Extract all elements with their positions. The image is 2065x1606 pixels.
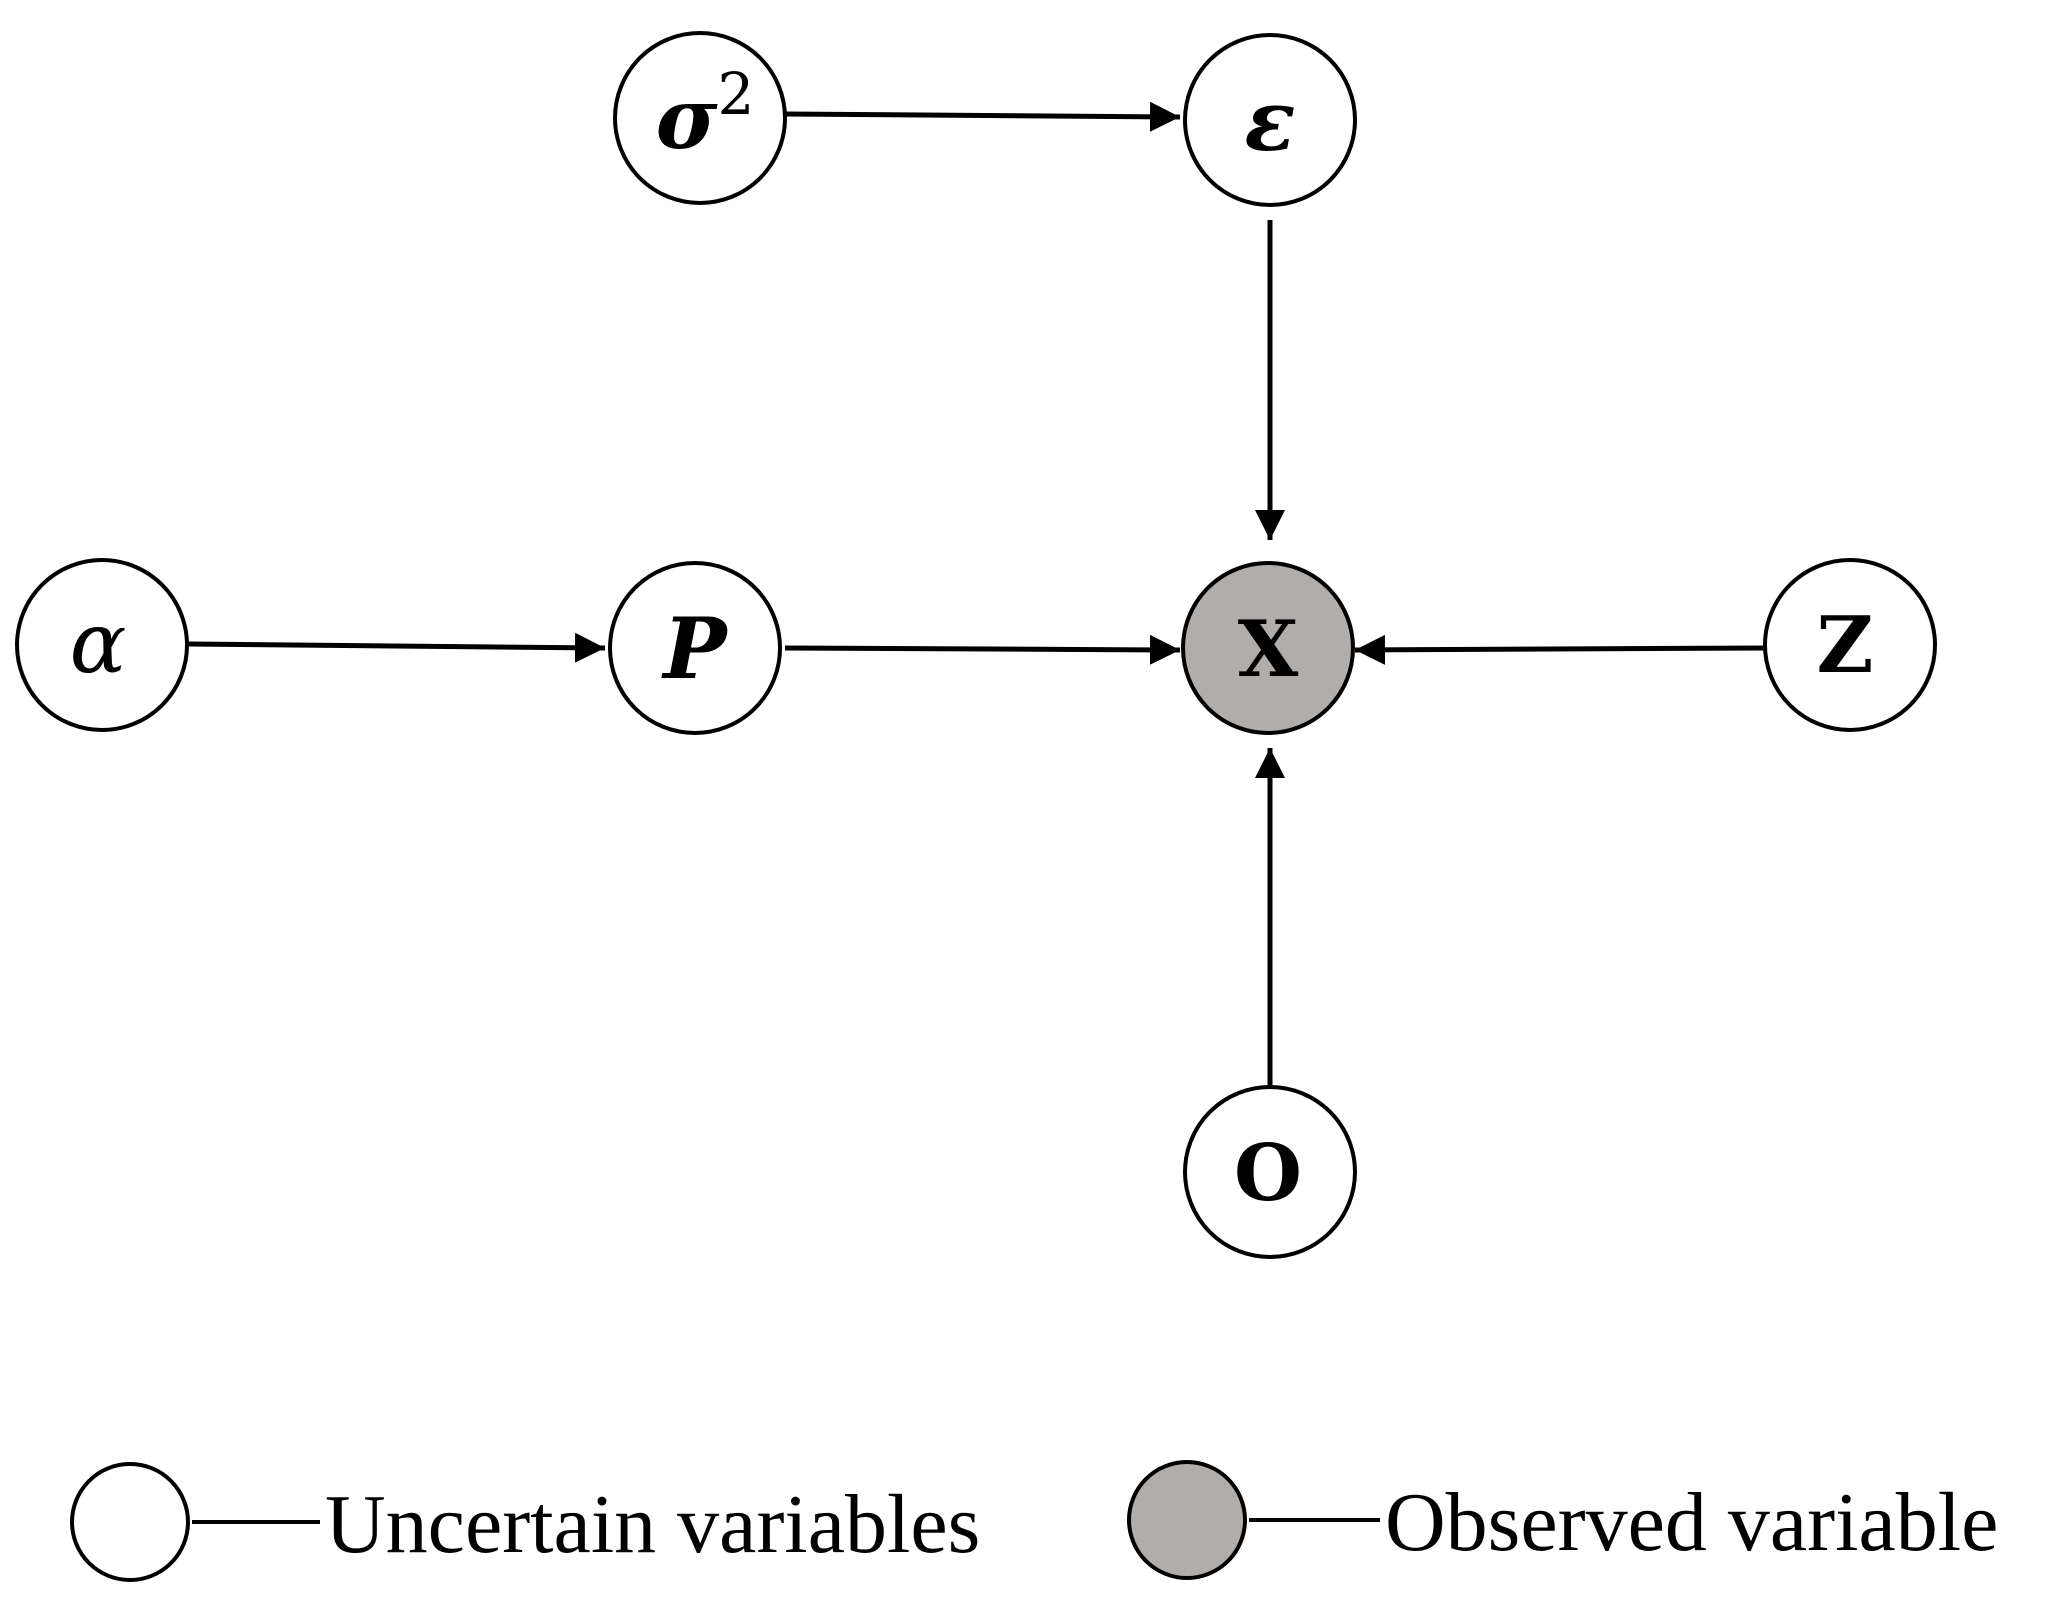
node-p: P	[608, 561, 782, 735]
node-o-circle	[1183, 1085, 1357, 1259]
node-p-circle	[608, 561, 782, 735]
node-x: X	[1181, 561, 1355, 735]
node-sigma2-superscript: 2	[718, 60, 755, 128]
node-alpha-circle	[15, 558, 189, 732]
legend-uncertain-label: Uncertain variables	[325, 1478, 980, 1571]
node-epsilon-circle	[1183, 33, 1357, 207]
legend-observed: Observed variable	[1127, 1460, 1998, 1580]
edge-p-to-x	[784, 634, 1181, 665]
legend-uncertain: Uncertain variables	[70, 1462, 980, 1582]
legend-observed-label: Observed variable	[1385, 1476, 1998, 1569]
legend-uncertain-symbol	[70, 1462, 190, 1582]
node-sigma2-base: σ	[656, 69, 718, 168]
edge-z-to-x	[1354, 634, 1766, 665]
node-epsilon-label: ε	[1244, 71, 1295, 170]
edge-alpha-to-p	[187, 632, 606, 663]
node-z: Z	[1763, 558, 1937, 732]
node-alpha: α	[15, 558, 189, 732]
edge-sigma2-to-epsilon	[784, 101, 1181, 132]
node-o: O	[1183, 1085, 1357, 1259]
node-z-circle	[1763, 558, 1937, 732]
legend: Uncertain variables Observed variable	[70, 1460, 1998, 1582]
node-sigma2-circle	[613, 31, 787, 205]
node-x-label: X	[1238, 604, 1299, 695]
edges	[187, 101, 1766, 1085]
node-sigma2-label: σ2	[656, 60, 755, 168]
node-alpha-label: α	[70, 594, 127, 692]
node-sigma2: σ2	[613, 31, 787, 205]
node-p-label: P	[661, 599, 729, 698]
node-x-circle	[1181, 561, 1355, 735]
node-epsilon: ε	[1183, 33, 1357, 207]
legend-observed-symbol	[1127, 1460, 1247, 1580]
node-o-label: O	[1234, 1128, 1302, 1219]
node-z-label: Z	[1817, 600, 1874, 691]
